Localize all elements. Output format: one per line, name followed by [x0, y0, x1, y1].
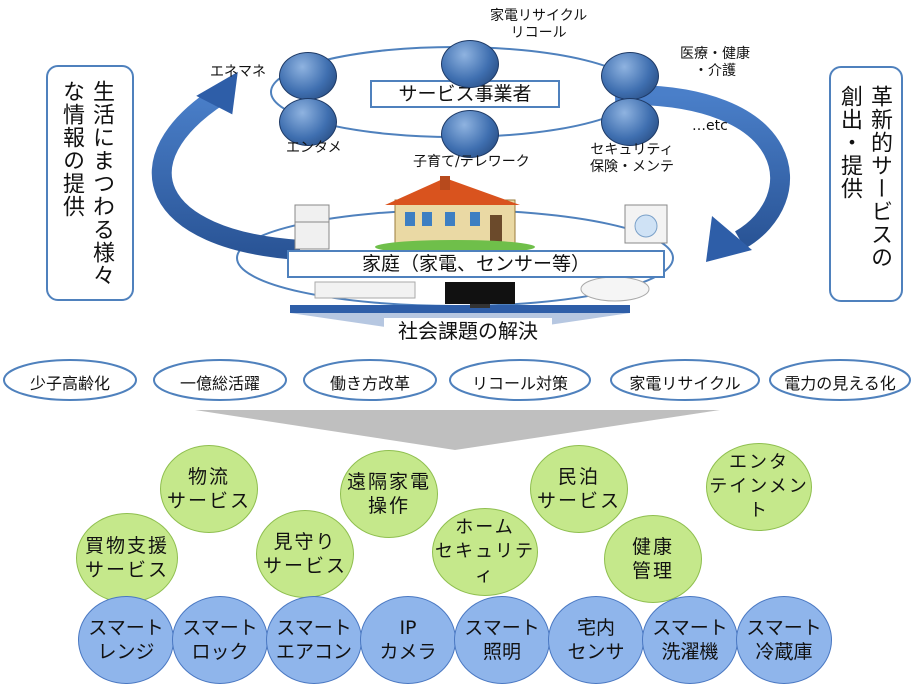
idea-remote-appliance: 遠隔家電 操作 — [340, 450, 438, 538]
service-label-security: セキュリティ 保険・メンテ — [590, 142, 674, 175]
idea-home-security: ホーム セキュリティ — [432, 508, 538, 596]
service-label-entertainment: エンタメ — [286, 140, 342, 156]
device-smart-fridge: スマート 冷蔵庫 — [736, 596, 832, 684]
right-info-panel — [829, 66, 903, 302]
pill-icon — [601, 52, 659, 100]
home-label: 家庭（家電、センサー等） — [287, 250, 665, 278]
device-smart-range: スマート レンジ — [78, 596, 174, 684]
idea-health-management: 健康 管理 — [604, 515, 702, 603]
device-smart-lock: スマート ロック — [172, 596, 268, 684]
idea-logistics: 物流 サービス — [160, 445, 258, 533]
fridge-icon — [294, 204, 330, 250]
service-label-energy: エネマネ — [210, 64, 266, 80]
lock-icon — [601, 98, 659, 146]
recycle-icon — [441, 40, 499, 88]
idea-shopping-support: 買物支援 サービス — [76, 513, 178, 603]
service-label-medical: 医療・健康 ・介護 — [680, 46, 750, 79]
issue-appliance-recycle: 家電リサイクル — [629, 374, 741, 393]
service-label-childcare: 子育て/テレワーク — [413, 154, 530, 170]
lightning-icon — [279, 52, 337, 100]
scale-icon — [580, 276, 650, 302]
idea-entertainment: エンタ テインメント — [706, 443, 812, 531]
tv-icon — [445, 282, 515, 308]
rattle-icon — [441, 110, 499, 158]
right-info-text: 革新的サービスの創出・提供 — [837, 85, 892, 269]
cloud-shapes — [3, 359, 911, 401]
left-info-panel — [46, 65, 134, 301]
issue-power-visualization: 電力の見える化 — [784, 374, 896, 393]
issue-total-engagement: 一億総活躍 — [179, 374, 260, 393]
issue-aging-society: 少子高齢化 — [29, 374, 110, 393]
idea-private-lodging: 民泊 サービス — [530, 445, 628, 533]
washing-machine-icon — [624, 204, 668, 244]
music-note-icon — [279, 98, 337, 146]
issue-work-reform: 働き方改革 — [329, 374, 410, 393]
house-icon — [375, 176, 535, 254]
social-title: 社会課題の解決 — [384, 318, 552, 344]
device-smart-washer: スマート 洗濯機 — [642, 596, 738, 684]
service-label-etc: …etc — [692, 118, 728, 134]
left-curved-arrow — [151, 86, 301, 260]
idea-monitoring: 見守り サービス — [256, 510, 354, 598]
air-conditioner-icon — [314, 281, 416, 299]
right-curved-arrow — [614, 84, 791, 249]
service-label-recycle: 家電リサイクル リコール — [490, 8, 588, 41]
left-info-text: 生活にまつわる様々な情報の提供 — [59, 80, 114, 287]
device-smart-aircon: スマート エアコン — [266, 596, 362, 684]
device-home-sensor: 宅内 センサ — [548, 596, 644, 684]
issue-recall: リコール対策 — [471, 374, 568, 393]
device-smart-lighting: スマート 照明 — [454, 596, 550, 684]
grey-funnel — [195, 410, 720, 450]
device-ip-camera: IP カメラ — [360, 596, 456, 684]
